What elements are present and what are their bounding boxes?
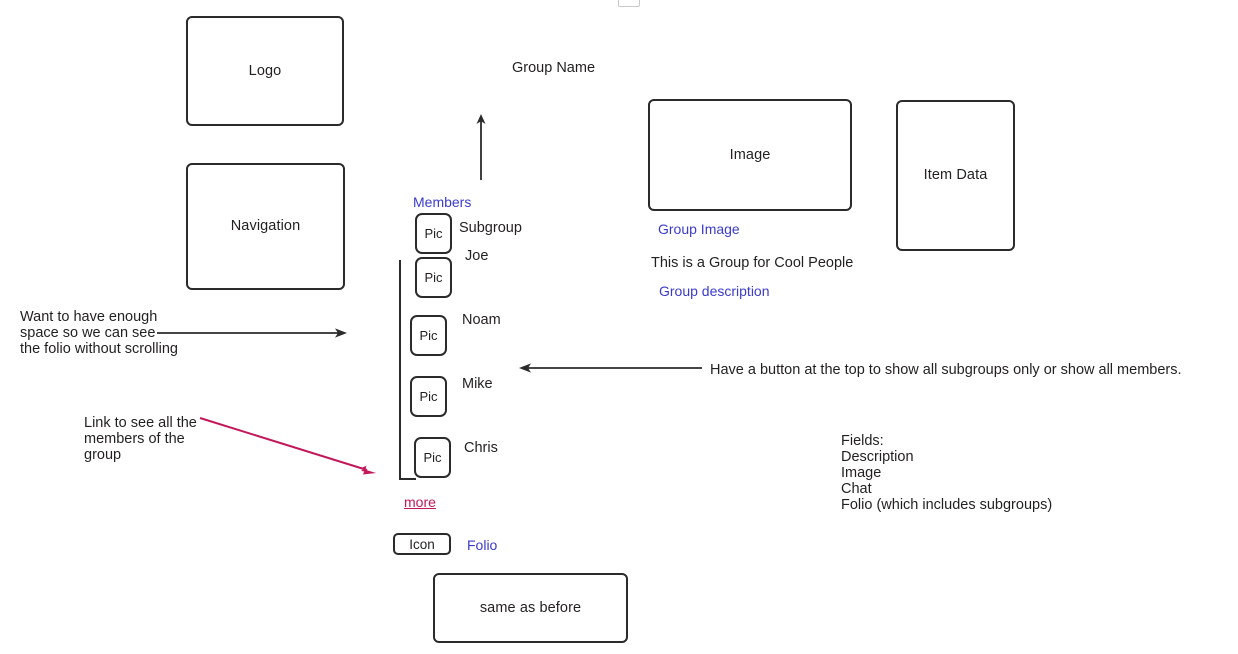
folio-panel-label: same as before bbox=[479, 599, 582, 616]
member-name-4: Chris bbox=[464, 440, 498, 456]
logo-box[interactable]: Logo bbox=[186, 16, 344, 126]
member-name-3: Mike bbox=[462, 376, 493, 392]
member-name-2: Noam bbox=[462, 312, 501, 328]
members-section-label: Members bbox=[413, 194, 472, 210]
member-thumb-label: Pic bbox=[419, 328, 438, 343]
navigation-box-label: Navigation bbox=[230, 218, 301, 235]
member-name-0: Subgroup bbox=[459, 220, 522, 236]
annotation-subgroup-button: Have a button at the top to show all sub… bbox=[710, 362, 1182, 378]
folio-panel[interactable]: same as before bbox=[433, 573, 628, 643]
item-data-box-label: Item Data bbox=[923, 167, 988, 184]
member-thumb-label: Pic bbox=[419, 389, 438, 404]
folio-space-arrow bbox=[157, 328, 347, 338]
group-image-box-label: Image bbox=[729, 146, 771, 163]
members-scroll-track[interactable] bbox=[399, 260, 402, 480]
group-name-label: Group Name bbox=[512, 60, 596, 76]
group-name-arrow bbox=[476, 114, 486, 180]
subgroup-button-arrow bbox=[519, 363, 702, 373]
member-thumb-0[interactable]: Pic bbox=[415, 213, 452, 254]
member-thumb-4[interactable]: Pic bbox=[414, 437, 451, 478]
member-thumb-label: Pic bbox=[423, 450, 442, 465]
annotation-folio-space: Want to have enough space so we can see … bbox=[20, 309, 178, 357]
group-image-box[interactable]: Image bbox=[648, 99, 852, 211]
folio-icon-chip[interactable]: Icon bbox=[393, 533, 451, 555]
member-thumb-label: Pic bbox=[424, 226, 443, 241]
member-thumb-2[interactable]: Pic bbox=[410, 315, 447, 356]
member-thumb-label: Pic bbox=[424, 270, 443, 285]
member-thumb-1[interactable]: Pic bbox=[415, 257, 452, 298]
annotation-fields-list: Fields: Description Image Chat Folio (wh… bbox=[841, 433, 1053, 513]
logo-box-label: Logo bbox=[248, 62, 282, 79]
members-link-arrow bbox=[199, 417, 376, 475]
member-name-1: Joe bbox=[465, 248, 489, 264]
item-data-box[interactable]: Item Data bbox=[896, 100, 1015, 251]
group-description-text: This is a Group for Cool People bbox=[651, 255, 854, 271]
member-thumb-3[interactable]: Pic bbox=[410, 376, 447, 417]
folio-label: Folio bbox=[467, 537, 498, 553]
folio-icon-label: Icon bbox=[409, 536, 435, 552]
more-members-link[interactable]: more bbox=[404, 494, 436, 510]
group-description-caption: Group description bbox=[659, 283, 770, 299]
top-partial-box bbox=[618, 0, 640, 7]
group-image-caption: Group Image bbox=[658, 221, 740, 237]
members-scroll-track-foot bbox=[399, 478, 416, 481]
navigation-box[interactable]: Navigation bbox=[186, 163, 345, 290]
annotation-members-link: Link to see all the members of the group bbox=[84, 415, 197, 463]
